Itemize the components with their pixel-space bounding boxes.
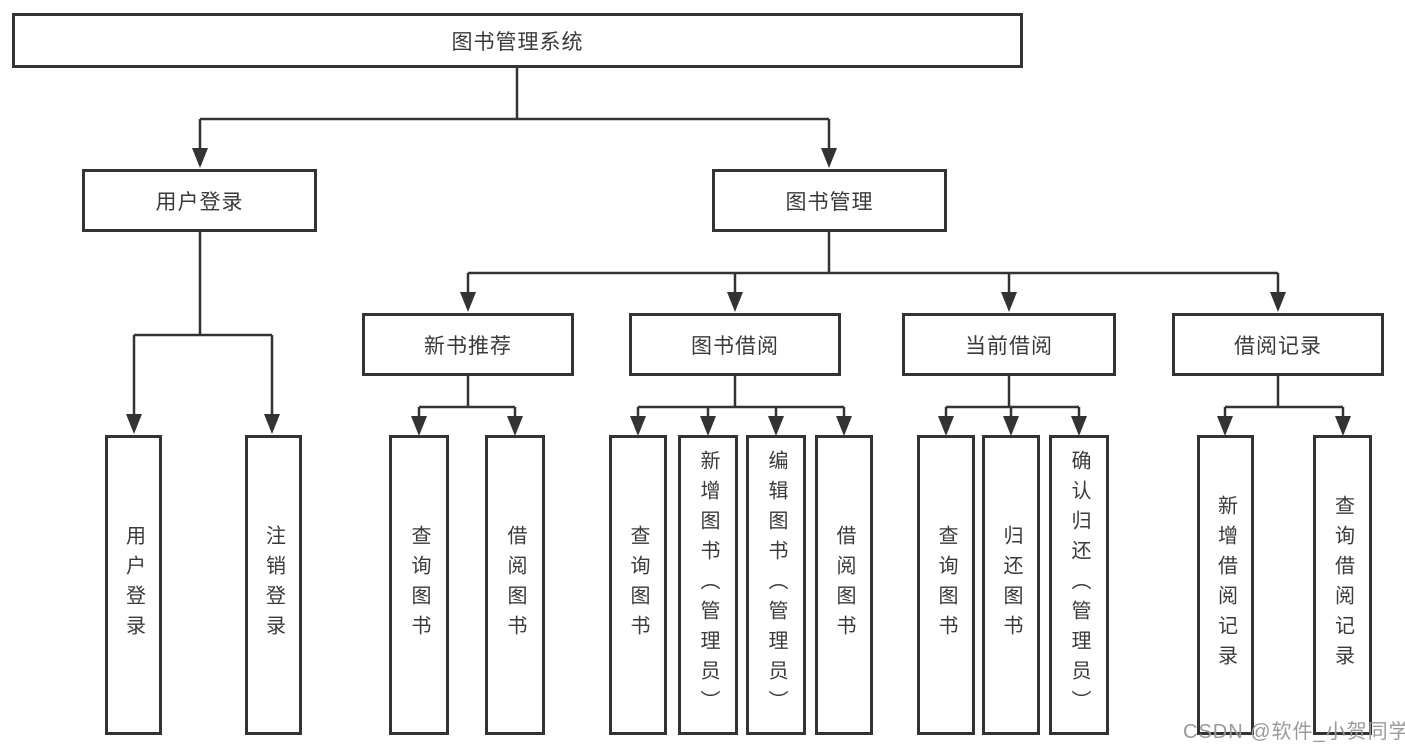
leaf-add-books-admin-label: 新增图书（管理员） — [697, 450, 719, 720]
arrowheads — [126, 148, 1351, 436]
leaf-borrow-books-recommend-label: 借阅图书 — [504, 525, 526, 645]
leaf-return-books-label: 归还图书 — [1000, 525, 1022, 645]
node-book-management: 图书管理 — [712, 169, 947, 232]
node-borrow-records: 借阅记录 — [1172, 313, 1384, 376]
leaf-logout-label: 注销登录 — [262, 525, 285, 645]
node-book-borrow-label: 图书借阅 — [691, 334, 779, 358]
leaf-borrow-books-recommend: 借阅图书 — [485, 435, 545, 735]
leaf-borrow-books: 借阅图书 — [815, 435, 873, 735]
leaf-query-books-recommend: 查询图书 — [389, 435, 449, 735]
leaf-query-books-current-label: 查询图书 — [935, 525, 957, 645]
node-new-book-recommend: 新书推荐 — [362, 313, 574, 376]
leaf-return-books: 归还图书 — [982, 435, 1040, 735]
node-current-borrow-label: 当前借阅 — [965, 334, 1053, 358]
node-new-book-recommend-label: 新书推荐 — [424, 334, 512, 358]
leaf-edit-books-admin: 编辑图书（管理员） — [746, 435, 806, 735]
leaf-query-books-borrow-label: 查询图书 — [627, 525, 649, 645]
csdn-watermark: CSDN @软件_小贺同学 — [1183, 721, 1405, 743]
leaf-query-books-borrow: 查询图书 — [609, 435, 667, 735]
node-user-login-label: 用户登录 — [155, 190, 244, 214]
leaf-user-login: 用户登录 — [105, 435, 162, 735]
leaf-add-books-admin: 新增图书（管理员） — [678, 435, 738, 735]
leaf-edit-books-admin-label: 编辑图书（管理员） — [765, 450, 787, 720]
node-user-login: 用户登录 — [82, 169, 317, 232]
leaf-borrow-books-label: 借阅图书 — [833, 525, 855, 645]
leaf-query-borrow-record-label: 查询借阅记录 — [1331, 495, 1354, 675]
node-book-management-label: 图书管理 — [785, 190, 874, 214]
leaf-user-login-label: 用户登录 — [122, 525, 145, 645]
leaf-add-borrow-record-label: 新增借阅记录 — [1214, 495, 1237, 675]
leaf-add-borrow-record: 新增借阅记录 — [1197, 435, 1254, 735]
node-borrow-records-label: 借阅记录 — [1234, 334, 1322, 358]
node-root-label: 图书管理系统 — [451, 30, 584, 54]
leaf-query-borrow-record: 查询借阅记录 — [1313, 435, 1372, 735]
leaf-logout: 注销登录 — [245, 435, 302, 735]
leaf-confirm-return-admin-label: 确认归还（管理员） — [1068, 450, 1090, 720]
node-root: 图书管理系统 — [12, 13, 1023, 68]
leaf-confirm-return-admin: 确认归还（管理员） — [1049, 435, 1109, 735]
node-book-borrow: 图书借阅 — [629, 313, 841, 376]
node-current-borrow: 当前借阅 — [902, 313, 1116, 376]
leaf-query-books-recommend-label: 查询图书 — [408, 525, 430, 645]
leaf-query-books-current: 查询图书 — [917, 435, 975, 735]
